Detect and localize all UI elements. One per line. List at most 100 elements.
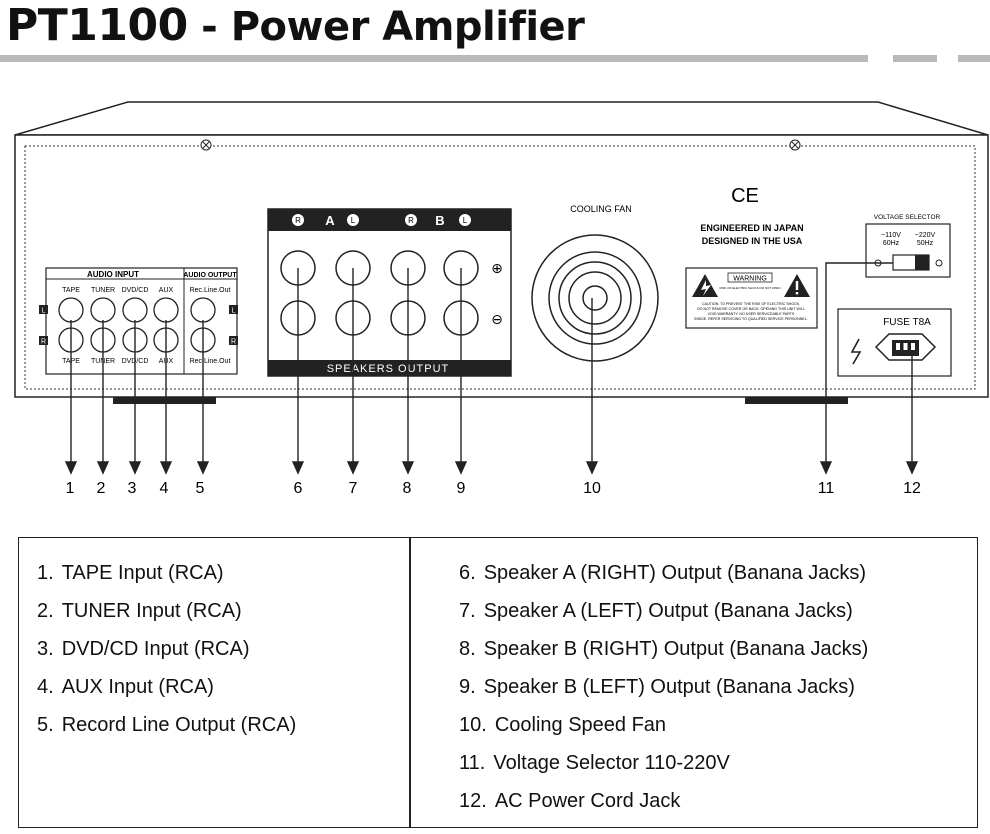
speakers-header-bar [268,209,511,231]
callout-number: 1 [66,480,75,497]
legend-item: 3. DVD/CD Input (RCA) [37,636,296,674]
legend-item: 5. Record Line Output (RCA) [37,712,296,750]
legend-item: 9. Speaker B (LEFT) Output (Banana Jacks) [459,674,868,712]
warning-exclamation-icon [784,274,810,297]
legend-item: 4. AUX Input (RCA) [37,674,296,712]
ce-mark-icon: CE [731,185,759,207]
legend-column-right: 6. Speaker A (RIGHT) Output (Banana Jacks… [459,560,868,826]
screw-icon [789,139,801,151]
warning-bolt-icon [692,274,718,297]
ac-power-jack[interactable] [874,333,937,361]
legend-item-number: 7. [459,600,476,622]
output-label-recline: Rec.Line.Out [190,358,231,365]
amplifier-rear-panel-diagram: AUDIO INPUT AUDIO OUTPUT TAPE TUNER DVD/… [14,101,989,497]
speaker-a-left-marker: L [351,216,356,225]
callout-number: 8 [403,480,412,497]
legend-column-left: 1. TAPE Input (RCA) 2. TUNER Input (RCA) 3… [37,560,296,750]
output-label-recline: Rec.Line.Out [190,287,231,294]
audio-output-label: AUDIO OUTPUT [183,272,237,279]
minus-polarity-icon: ⊖ [491,311,503,327]
legend-item-number: 5. [37,714,54,736]
legend-item-text: Speaker B (LEFT) Output (Banana Jacks) [483,676,855,698]
warning-subtitle: RISK OF ELECTRIC SHOCK DO NOT OPEN [720,286,781,290]
model-name: PT1100 [6,0,188,51]
chassis-foot [113,397,216,404]
legend-item: 1. TAPE Input (RCA) [37,560,296,598]
callout-number: 9 [457,480,466,497]
voltage-selector-label: VOLTAGE SELECTOR [874,214,941,221]
legend-item-number: 4. [37,676,54,698]
callout-number: 11 [818,480,835,497]
speakers-output-panel [267,208,512,377]
legend-item-number: 11. [459,752,486,774]
channel-left-marker: L [42,308,46,315]
callout-number: 6 [294,480,303,497]
warning-text-line: VOID WARRANTY. NO USER SERVICEABLE PARTS [708,312,795,316]
speaker-b-left-marker: L [463,216,468,225]
header-rule-dash [893,55,937,62]
speaker-group-b-label: B [435,213,444,228]
input-label-tape: TAPE [62,287,80,294]
voltage-220-label: ~220V [915,232,936,239]
channel-left-marker: L [232,308,236,315]
legend-item: 10. Cooling Speed Fan [459,712,868,750]
legend-divider [409,538,411,827]
legend-item-text: Speaker A (RIGHT) Output (Banana Jacks) [483,562,867,584]
legend-item: 8. Speaker B (RIGHT) Output (Banana Jacks… [459,636,868,674]
audio-input-label: AUDIO INPUT [87,270,139,279]
legend-item-number: 1. [37,562,54,584]
legend-item-text: Record Line Output (RCA) [61,714,297,736]
callout-number: 2 [97,480,106,497]
legend-item-number: 3. [37,638,54,660]
legend-item-text: Speaker A (LEFT) Output (Banana Jacks) [483,600,853,622]
speaker-group-a-label: A [325,213,335,228]
warning-title: WARNING [733,276,767,283]
chassis-inner-border [24,145,976,390]
legend-item-number: 2. [37,600,54,622]
legend-item-number: 10. [459,714,487,736]
legend-item-number: 9. [459,676,476,698]
callout-number: 12 [903,480,921,497]
plus-polarity-icon: ⊕ [491,260,503,276]
callout-number: 10 [583,480,601,497]
rca-jack-tuner-l[interactable] [90,297,116,323]
screw-icon [200,139,212,151]
designed-in-label: DESIGNED IN THE USA [702,236,803,246]
legend-item-number: 6. [459,562,476,584]
legend-item-text: TAPE Input (RCA) [61,562,224,584]
voltage-110-label: ~110V [881,232,901,239]
legend-item-text: AUX Input (RCA) [61,676,214,698]
legend-item-text: Cooling Speed Fan [494,714,667,736]
speaker-b-right-marker: R [408,216,414,225]
input-label-tuner: TUNER [91,287,115,294]
legend-item-text: AC Power Cord Jack [494,790,681,812]
legend-item-text: Speaker B (RIGHT) Output (Banana Jacks) [483,638,869,660]
legend-item: 11. Voltage Selector 110-220V [459,750,868,788]
legend-item: 2. TUNER Input (RCA) [37,598,296,636]
legend-item-text: DVD/CD Input (RCA) [61,638,250,660]
title-separator: - [201,4,218,50]
engineered-in-label: ENGINEERED IN JAPAN [700,223,803,233]
rca-jack-dvdcd-l[interactable] [122,297,148,323]
rca-jack-aux-l[interactable] [153,297,179,323]
callout-leaders [64,262,919,475]
rca-jack-tape-l[interactable] [58,297,84,323]
legend-item-number: 8. [459,638,476,660]
header-rule-dash [958,55,990,62]
legend-item-text: Voltage Selector 110-220V [493,752,730,774]
speaker-a-right-marker: R [295,216,301,225]
voltage-selector-switch[interactable] [892,254,930,271]
channel-right-marker: R [231,339,236,346]
input-label-dvdcd: DVD/CD [122,287,149,294]
page-title: PT1100 - Power Amplifier [6,0,585,51]
rca-jack-recline-l[interactable] [190,297,216,323]
warning-text-line: CAUTION: TO PREVENT THE RISK OF ELECTRIC… [702,302,800,306]
callout-number: 7 [349,480,358,497]
voltage-50hz-label: 50Hz [917,240,934,247]
legend-item-text: TUNER Input (RCA) [61,600,242,622]
legend-item: 12.AC Power Cord Jack [459,788,868,826]
legend-item: 6. Speaker A (RIGHT) Output (Banana Jacks… [459,560,868,598]
legend-item: 7. Speaker A (LEFT) Output (Banana Jacks) [459,598,868,636]
speakers-footer-bar [268,360,511,376]
legend-table: 1. TAPE Input (RCA) 2. TUNER Input (RCA) 3… [18,537,978,828]
